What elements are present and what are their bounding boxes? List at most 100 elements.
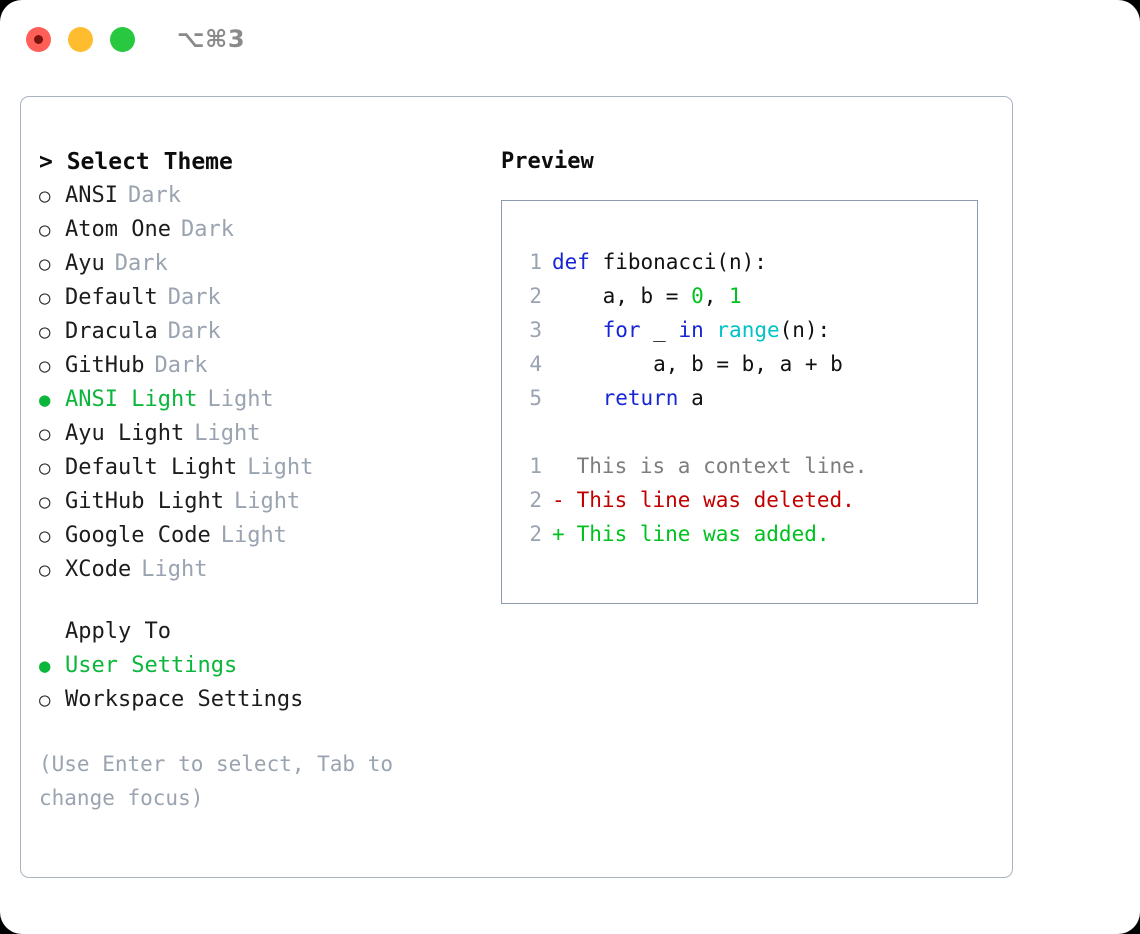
code-token-txt: _ — [640, 318, 679, 342]
radio-unselected-icon[interactable]: ○ — [39, 689, 51, 711]
code-line: 2 a, b = 0, 1 — [520, 279, 977, 313]
radio-unselected-icon[interactable]: ○ — [39, 219, 51, 241]
apply-to-label: Workspace Settings — [65, 687, 304, 712]
theme-name-label: ANSI — [65, 183, 118, 208]
code-token-txt — [552, 386, 603, 410]
theme-name-label: XCode — [65, 557, 132, 582]
section-spacer — [39, 587, 501, 615]
line-number: 5 — [529, 386, 542, 410]
apply-to-heading: Apply To — [65, 619, 171, 644]
code-line: 1 def fibonacci(n): — [520, 245, 977, 279]
theme-variant-label: Dark — [127, 183, 181, 208]
radio-unselected-icon[interactable]: ○ — [39, 321, 51, 343]
code-token-txt — [552, 318, 603, 342]
diff-line: 1 This is a context line. — [520, 449, 977, 483]
code-line: 3 for _ in range(n): — [520, 313, 977, 347]
theme-variant-label: Dark — [154, 353, 208, 378]
diff-line: 2- This line was deleted. — [520, 483, 977, 517]
title-bar: ⌥⌘3 — [0, 0, 1140, 78]
radio-unselected-icon[interactable]: ○ — [39, 525, 51, 547]
close-button-icon[interactable] — [26, 26, 51, 52]
theme-list-item[interactable]: ○ Default Dark — [39, 281, 501, 315]
code-token-txt: , — [703, 284, 730, 308]
code-line: 4 a, b = b, a + b — [520, 347, 977, 381]
diff-text: This is a context line. — [552, 454, 868, 478]
radio-unselected-icon[interactable]: ○ — [39, 253, 51, 275]
code-token-txt: fibonacci(n): — [602, 250, 767, 274]
theme-variant-label: Dark — [114, 251, 168, 276]
theme-list-item[interactable]: ○ Dracula Dark — [39, 315, 501, 349]
theme-list-item[interactable]: ○ GitHub Light Light — [39, 485, 501, 519]
code-line: 5 return a — [520, 381, 977, 415]
code-token-kw: def — [552, 250, 603, 274]
theme-variant-label: Dark — [167, 319, 221, 344]
diff-content: This line was added. — [564, 522, 830, 546]
line-number: 1 — [529, 454, 542, 478]
code-token-txt: (n): — [779, 318, 831, 342]
code-token-txt: a — [678, 386, 704, 410]
apply-to-item[interactable]: ● User Settings — [39, 649, 501, 683]
preview-heading: Preview — [501, 149, 594, 174]
theme-variant-label: Light — [247, 455, 314, 480]
theme-name-label: Google Code — [65, 523, 211, 548]
radio-unselected-icon[interactable]: ○ — [39, 355, 51, 377]
theme-variant-label: Light — [233, 489, 301, 514]
line-number: 2 — [529, 522, 542, 546]
theme-list-item[interactable]: ○ Default Light Light — [39, 451, 501, 485]
diff-sign: - — [552, 488, 565, 512]
keyboard-hint-text: (Use Enter to select, Tab to change focu… — [39, 752, 394, 810]
diff-text: - This line was deleted. — [552, 488, 855, 512]
apply-to-item[interactable]: ○ Workspace Settings — [39, 683, 501, 717]
minimize-button-icon[interactable] — [68, 26, 93, 52]
theme-name-label: GitHub Light — [65, 489, 224, 514]
code-token-kw: in — [678, 318, 704, 342]
radio-unselected-icon[interactable]: ○ — [39, 457, 51, 479]
radio-unselected-icon[interactable]: ○ — [39, 423, 51, 445]
line-number: 2 — [529, 284, 542, 308]
diff-content: This line was deleted. — [564, 488, 855, 512]
theme-variant-label: Light — [194, 421, 261, 446]
line-number: 1 — [529, 250, 542, 274]
theme-list-item[interactable]: ○ XCode Light — [39, 553, 501, 587]
theme-variant-label: Light — [141, 557, 208, 582]
code-token-fn: range — [716, 318, 780, 342]
apply-to-label: User Settings — [65, 653, 238, 678]
theme-name-label: Ayu Light — [65, 421, 185, 446]
theme-variant-label: Dark — [167, 285, 221, 310]
theme-name-label: Atom One — [65, 217, 171, 242]
radio-unselected-icon[interactable]: ○ — [39, 287, 51, 309]
maximize-button-icon[interactable] — [110, 26, 135, 52]
select-theme-heading: > Select Theme — [39, 149, 233, 175]
theme-variant-label: Dark — [180, 217, 234, 242]
theme-list-item[interactable]: ○ Ayu Light Light — [39, 417, 501, 451]
theme-list-item[interactable]: ○ ANSI Dark — [39, 179, 501, 213]
theme-list-item[interactable]: ○ Atom One Dark — [39, 213, 501, 247]
radio-selected-icon[interactable]: ● — [39, 655, 51, 677]
code-token-txt: a, b = — [552, 284, 692, 308]
radio-unselected-icon[interactable]: ○ — [39, 491, 51, 513]
diff-sign: + — [552, 522, 565, 546]
radio-unselected-icon[interactable]: ○ — [39, 185, 51, 207]
radio-unselected-icon[interactable]: ○ — [39, 559, 51, 581]
code-token-kw: return — [602, 386, 679, 410]
window-controls — [26, 26, 135, 52]
theme-name-label: Default Light — [65, 455, 238, 480]
theme-list-item[interactable]: ○ GitHub Dark — [39, 349, 501, 383]
theme-name-label: Dracula — [65, 319, 158, 344]
code-token-num: 1 — [729, 284, 742, 308]
line-number: 4 — [529, 352, 542, 376]
theme-name-label: Default — [65, 285, 158, 310]
diff-sample: 1 This is a context line.2- This line wa… — [520, 449, 977, 551]
radio-selected-icon[interactable]: ● — [39, 389, 51, 411]
theme-name-label: GitHub — [65, 353, 145, 378]
